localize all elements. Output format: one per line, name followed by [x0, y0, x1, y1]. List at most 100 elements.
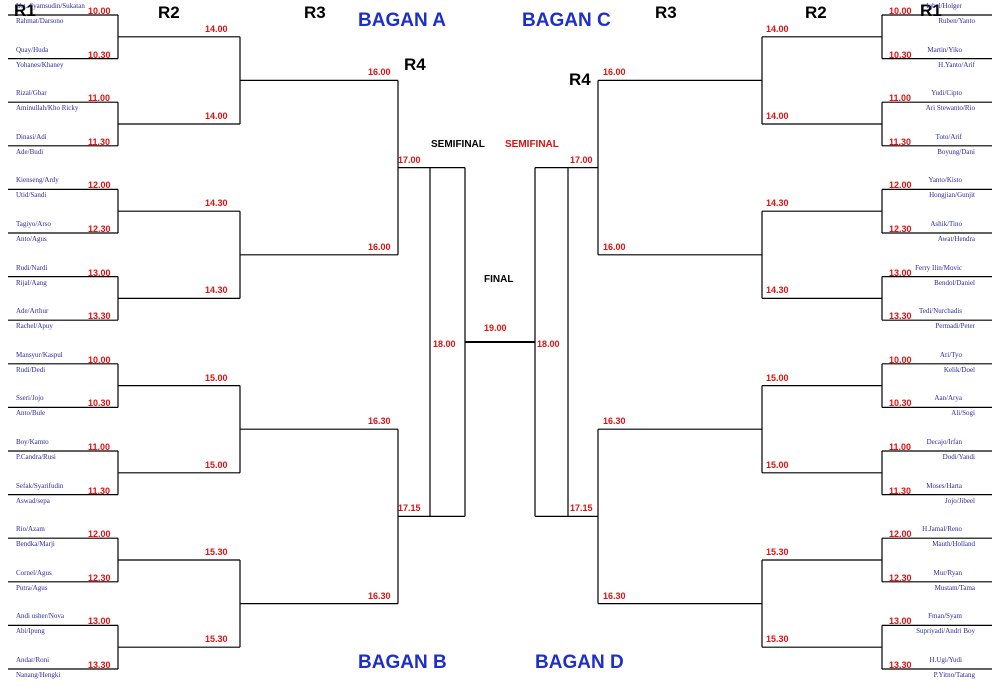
left-r4-time: 17.00: [398, 154, 421, 165]
right-r1-team-b: Permadi/Peter: [935, 322, 975, 331]
right-r1-time: 12.00: [889, 529, 912, 540]
left-r1-team-b: Rahmat/Darsono: [16, 17, 64, 25]
right-r2-time: 15.30: [766, 547, 789, 557]
right-r1-team-a: H.Ugi/Yudi: [929, 656, 962, 664]
right-r1-team-a: Tedi/Nurchadis: [918, 307, 962, 316]
right-r3-time: 16.30: [603, 590, 626, 601]
left-r1-team-b: Abi/Ipung: [16, 627, 45, 636]
right-r1-time: 10.00: [889, 354, 912, 365]
right-r1-team-a: Mur/Ryan: [933, 568, 963, 577]
left-r1-team-a: Rizal/Gbar: [16, 89, 47, 98]
bagan-c-title: BAGAN C: [522, 10, 611, 31]
left-r1-time: 13.30: [88, 660, 111, 670]
left-r1-time: 13.30: [88, 311, 111, 322]
right-r1-team-b: Bendol/Daniel: [934, 278, 975, 287]
left-r1-team-b: Yohanes/Khaney: [16, 60, 64, 69]
right-r1-time: 13.00: [889, 267, 912, 278]
left-r1-team-b: Utid/Sandi: [16, 191, 47, 200]
right-r1-team-b: Mustam/Tama: [934, 583, 975, 592]
left-r2-time: 15.30: [205, 634, 228, 645]
left-r1-time: 10.00: [88, 354, 111, 365]
left-r2-time: 15.00: [205, 459, 228, 470]
left-r4-time: 17.15: [398, 503, 421, 514]
right-r1-team-a: Iqbal/Holger: [926, 2, 962, 10]
left-r1-time: 11.00: [88, 93, 111, 104]
right-r3-time: 16.00: [603, 67, 626, 78]
right-r1-time: 11.30: [889, 136, 912, 147]
left-r1-team-b: Bendka/Marji: [16, 540, 55, 549]
left-r1-time: 12.00: [88, 529, 111, 540]
left-r1-team-a: Kienseng/Ardy: [16, 176, 59, 185]
right-r2-time: 14.30: [766, 285, 789, 296]
right-r2-time: 14.00: [766, 23, 789, 34]
right-r1-time: 12.30: [889, 572, 912, 583]
right-final-time: 18.00: [537, 339, 560, 349]
right-r1-time: 11.00: [889, 442, 912, 452]
left-r3-time: 16.00: [368, 241, 391, 252]
right-r2-time: 15.00: [766, 459, 789, 470]
semifinal-label-right: SEMIFINAL: [505, 139, 559, 150]
final-label: FINAL: [484, 274, 514, 285]
left-r3-time: 16.30: [368, 416, 391, 427]
right-r1-time: 10.30: [889, 49, 912, 60]
left-r1-team-a: Quay/Huda: [16, 45, 49, 54]
right-r1-team-a: Decajo/Irfan: [926, 438, 962, 446]
right-r1-time: 11.00: [889, 93, 912, 104]
left-r1-team-b: Rijal/Aang: [16, 278, 47, 287]
right-r1-team-b: Jojo/Jibeel: [945, 496, 975, 505]
left-r1-time: 12.00: [88, 180, 111, 191]
left-r1-team-a: Sseri/Jojo: [16, 394, 44, 403]
left-r1-team-a: Andi usher/Nova: [16, 612, 65, 621]
left-r2-time: 14.00: [205, 23, 228, 34]
header-r2-left: R2: [158, 3, 180, 22]
left-r1-team-b: Ade/Budi: [16, 147, 44, 156]
right-r1-team-b: Ali/Sogi: [951, 409, 975, 418]
header-r3-left: R3: [304, 3, 326, 22]
left-r1-time: 13.00: [88, 616, 111, 627]
left-r1-team-a: Ust. Syamsudin/Sukatan: [16, 2, 85, 10]
left-r1-time: 10.30: [88, 398, 111, 409]
left-r1-team-a: Sefak/Syarifudin: [16, 481, 64, 490]
left-r1-team-b: Rudi/Dedi: [16, 365, 46, 374]
left-r1-time: 11.30: [88, 485, 111, 496]
final-time: 19.00: [484, 323, 507, 333]
header-r4-left: R4: [404, 55, 426, 74]
left-r1-team-a: Cornel/Agus: [16, 568, 52, 577]
left-r1-time: 10.00: [88, 6, 111, 16]
right-r1-team-b: H.Yanto/Arif: [938, 60, 975, 69]
left-r1-team-b: Rachel/Apuy: [16, 322, 53, 331]
left-r1-time: 12.30: [88, 572, 111, 583]
header-r3-right: R3: [655, 3, 677, 22]
bagan-b-title: BAGAN B: [358, 652, 447, 673]
left-r1-time: 11.30: [88, 136, 111, 147]
right-r1-time: 11.30: [889, 485, 912, 496]
right-r2-time: 15.30: [766, 634, 789, 645]
right-r1-team-a: Ferry Ilin/Movic: [915, 263, 962, 272]
right-r1-team-b: Awat/Hendra: [937, 235, 975, 243]
right-r1-team-b: P.Yitno/Tatang: [933, 671, 975, 679]
left-r1-team-a: Mansyur/Kaspul: [16, 350, 63, 359]
right-r4-time: 17.00: [570, 154, 593, 165]
bagan-a-title: BAGAN A: [358, 10, 446, 31]
right-r1-team-a: Yanto/Kisto: [928, 176, 962, 185]
right-r1-team-a: Aan/Arya: [934, 394, 962, 403]
left-r1-time: 11.00: [88, 442, 111, 452]
right-r1-time: 12.00: [889, 180, 912, 191]
left-r1-time: 10.30: [88, 49, 111, 60]
header-r1-right: R1: [920, 1, 942, 20]
right-r1-team-a: Yudi/Cipto: [931, 89, 962, 98]
right-r1-time: 13.00: [889, 616, 912, 627]
left-r1-team-a: Andar/Roni: [16, 656, 50, 664]
right-r1-team-b: Dodi/Yandi: [942, 453, 975, 461]
left-r1-team-a: Boy/Kamto: [16, 438, 49, 446]
right-r1-team-a: Ashik/Tino: [930, 220, 962, 228]
left-r1-team-a: Dinasi/Adi: [16, 132, 47, 141]
left-r1-team-b: P.Candra/Rusi: [16, 453, 56, 461]
right-r1-time: 12.30: [889, 224, 912, 234]
right-r1-team-a: H.Jamal/Reno: [922, 525, 962, 534]
left-r2-time: 14.30: [205, 198, 228, 209]
left-r1-team-a: Rio/Azam: [16, 525, 45, 534]
right-r1-team-a: Fman/Syam: [928, 612, 962, 621]
left-r1-team-a: Rudi/Nardi: [16, 263, 48, 272]
right-r1-time: 13.30: [889, 311, 912, 322]
